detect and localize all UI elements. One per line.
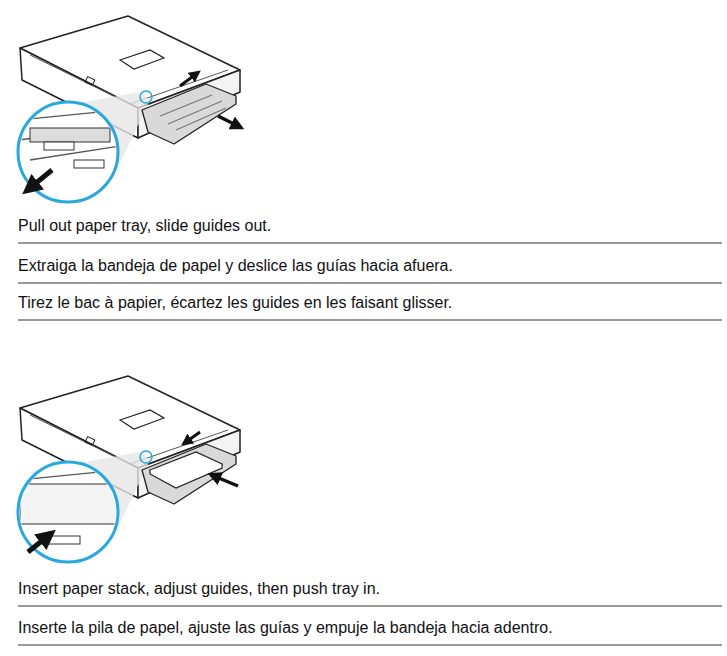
caption-text: Inserte la pila de papel, ajuste las guí… bbox=[18, 618, 553, 638]
caption-text: Pull out paper tray, slide guides out. bbox=[18, 216, 271, 236]
caption-text: Tirez le bac à papier, écartez les guide… bbox=[18, 293, 452, 313]
caption-text: Extraiga la bandeja de papel y deslice l… bbox=[18, 256, 453, 276]
caption-text: Insert paper stack, adjust guides, then … bbox=[18, 579, 380, 599]
